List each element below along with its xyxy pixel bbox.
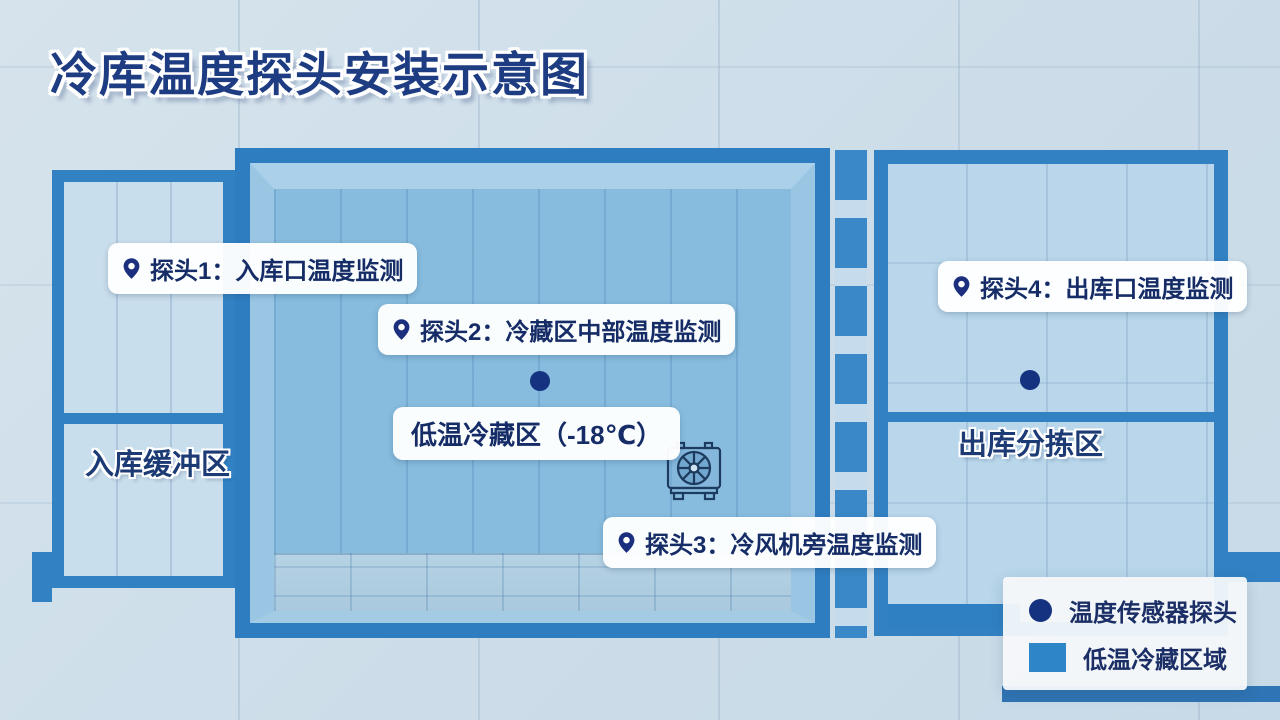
buffer-zone-label: 入库缓冲区 <box>85 449 231 481</box>
sorting-zone-label: 出库分拣区 <box>958 429 1104 461</box>
probe-4-text: 探头4：出库口温度监测 <box>980 276 1234 303</box>
sorting-room-dock-platform <box>888 604 1020 628</box>
legend: 温度传感器探头 低温冷藏区域 <box>1003 577 1247 690</box>
probe-3-label: 探头3：冷风机旁温度监测 <box>603 517 937 568</box>
location-pin-icon <box>953 276 970 297</box>
probe-4-label: 探头4：出库口温度监测 <box>938 261 1248 312</box>
cold-zone-label: 低温冷藏区（-18℃） <box>393 407 681 460</box>
cooling-fan-icon <box>666 441 722 501</box>
buffer-room-wall-texture <box>64 182 223 576</box>
location-pin-icon <box>123 258 140 279</box>
legend-item-sensor: 温度传感器探头 <box>1029 593 1247 628</box>
probe-1-label: 探头1：入库口温度监测 <box>108 243 418 294</box>
probe-2-text: 探头2：冷藏区中部温度监测 <box>420 319 722 346</box>
legend-zone-text: 低温冷藏区域 <box>1083 646 1227 674</box>
cold-zone-text: 低温冷藏区（-18℃） <box>411 420 663 450</box>
sorting-room-divider-wall <box>886 412 1216 422</box>
sensor-dot-probe-4 <box>1020 370 1040 390</box>
location-pin-icon <box>618 532 635 553</box>
probe-1-text: 探头1：入库口温度监测 <box>150 258 404 285</box>
probe-3-text: 探头3：冷风机旁温度监测 <box>645 532 923 559</box>
sorting-room-wall-texture <box>888 164 1214 622</box>
probe-2-label: 探头2：冷藏区中部温度监测 <box>378 304 736 355</box>
sensor-dot-swatch <box>1029 598 1052 622</box>
buffer-room <box>52 170 235 588</box>
dock-platform-bottom <box>1002 686 1280 702</box>
legend-sensor-text: 温度传感器探头 <box>1069 599 1237 627</box>
legend-item-zone: 低温冷藏区域 <box>1029 640 1247 675</box>
page-title: 冷库温度探头安装示意图 <box>50 48 589 101</box>
buffer-room-divider-wall <box>62 413 225 424</box>
wall-segment-left <box>32 552 52 602</box>
sensor-dot-probe-2 <box>530 371 550 391</box>
cold-zone-swatch <box>1029 642 1066 672</box>
location-pin-icon <box>393 319 410 340</box>
